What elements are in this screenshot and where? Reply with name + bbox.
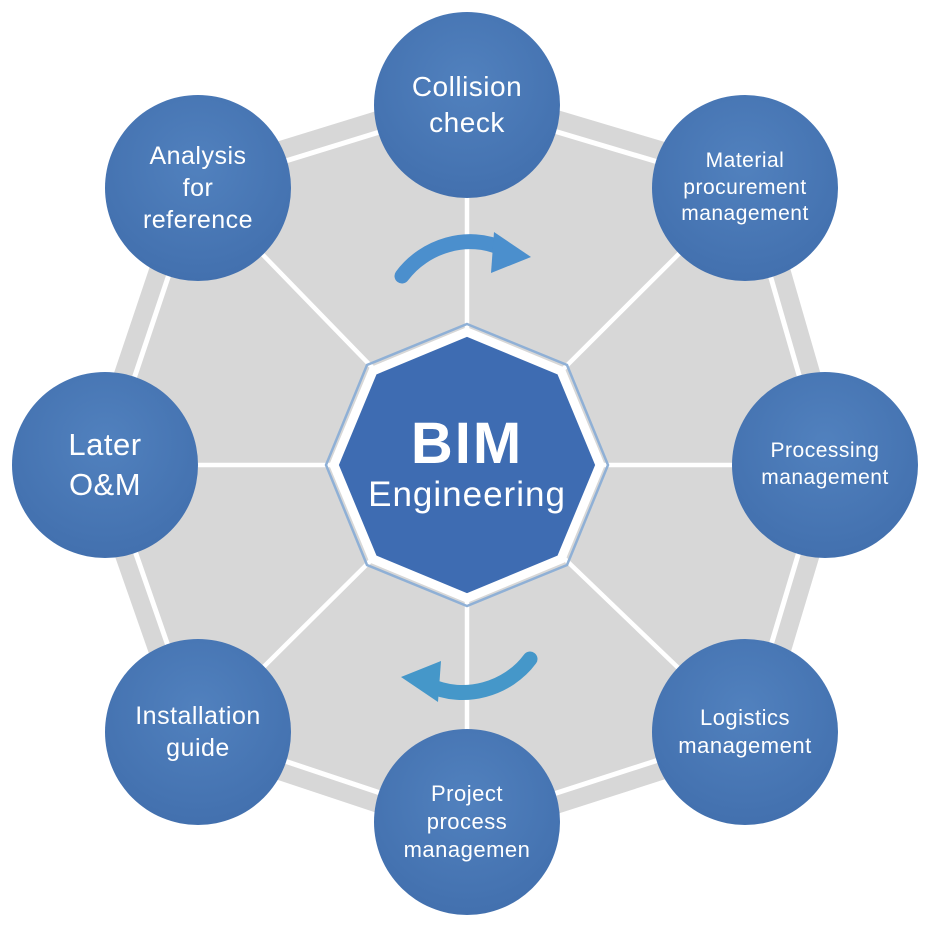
node-label-line: management	[761, 466, 889, 489]
node-label-line: management	[678, 733, 812, 758]
node-installation-guide: Installation guide	[105, 639, 291, 825]
node-label-line: Logistics	[699, 704, 791, 730]
node-label-line: Installation	[135, 702, 261, 730]
node-label-line: O&M	[68, 467, 142, 502]
flow-arrow-top-icon	[394, 232, 531, 284]
node-label-line: management	[681, 202, 809, 226]
center-octagon-outer-ring	[324, 322, 610, 608]
node-analysis-for-reference: Analysis for reference	[105, 95, 291, 281]
node-label-line: for	[182, 174, 214, 202]
node-project-process-management: Project process managemen	[374, 729, 560, 915]
node-label-line: Processing	[770, 439, 880, 463]
node-label-line: reference	[142, 206, 254, 234]
node-collision-check: Collision check	[374, 12, 560, 198]
center-title: BIM	[410, 411, 524, 477]
node-label-line: process	[426, 808, 508, 834]
center-subtitle: Engineering	[368, 475, 566, 515]
node-label-line: check	[429, 107, 505, 138]
node-label-line: Analysis	[149, 142, 247, 170]
flow-arrow-bottom-icon	[401, 651, 538, 702]
node-label-line: Material	[705, 148, 785, 172]
node-label-line: procurement	[683, 175, 807, 199]
node-label-line: Later	[68, 427, 142, 463]
node-label-line: Collision	[411, 71, 523, 103]
center-label: BIM Engineering	[337, 385, 597, 545]
node-label-line: managemen	[403, 837, 531, 863]
node-later-om: Later O&M	[12, 372, 198, 558]
node-material-procurement-management: Material procurement management	[652, 95, 838, 281]
node-processing-management: Processing management	[732, 372, 918, 558]
node-label-line: Project	[431, 780, 503, 806]
node-label-line: guide	[166, 734, 230, 762]
center-octagon	[329, 327, 605, 603]
node-logistics-management: Logistics management	[652, 639, 838, 825]
